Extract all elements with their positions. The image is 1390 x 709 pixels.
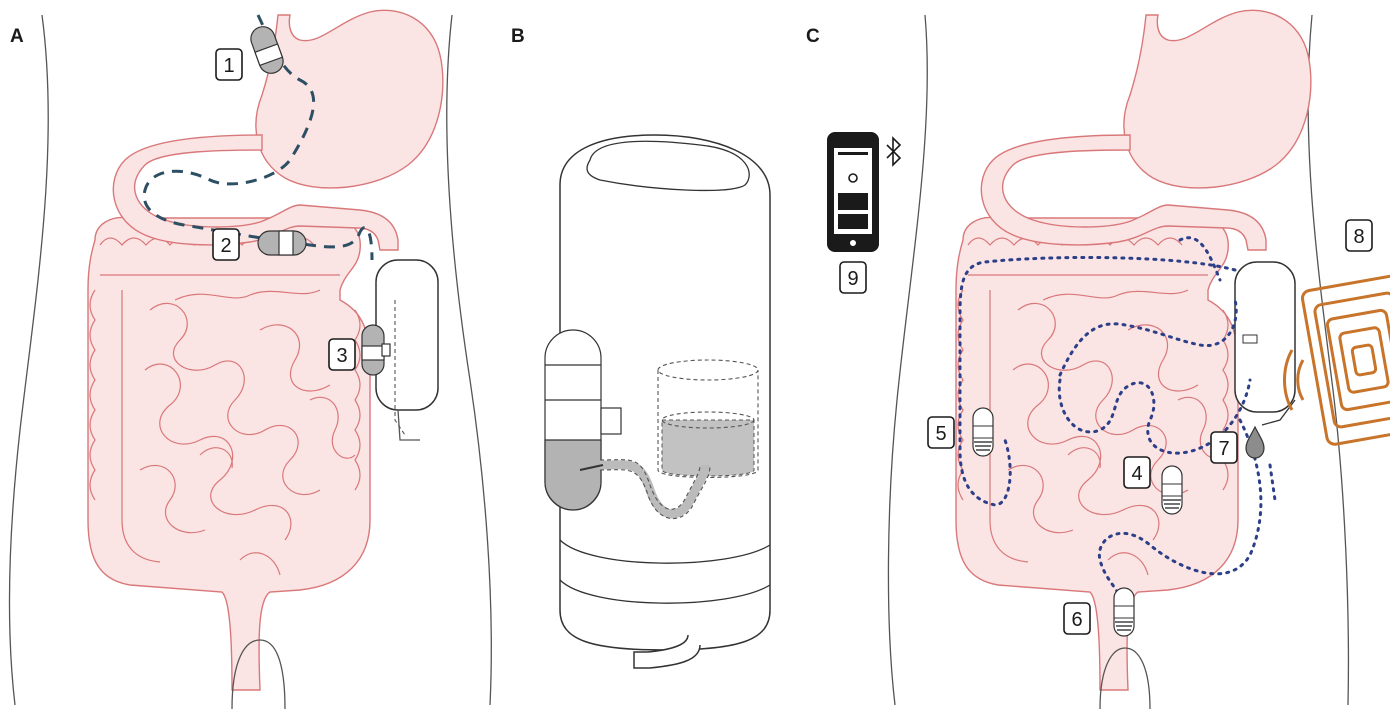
device-closeup	[545, 135, 770, 668]
callout-4: 4	[1124, 457, 1150, 488]
callout-label-3: 3	[336, 345, 347, 367]
callout-2: 2	[213, 229, 239, 260]
callout-5: 5	[928, 417, 954, 448]
callout-6: 6	[1064, 603, 1090, 634]
callout-7: 7	[1211, 432, 1237, 463]
callout-3: 3	[329, 339, 355, 370]
panel-label-b: B	[511, 26, 525, 47]
smartphone-icon	[827, 132, 879, 252]
callout-8: 8	[1346, 220, 1372, 251]
capsule-5	[973, 408, 993, 456]
callout-9: 9	[840, 262, 866, 293]
callout-label-2: 2	[220, 235, 231, 257]
callout-label-1: 1	[223, 55, 234, 77]
capsule-4	[1162, 466, 1182, 514]
callout-label-9: 9	[847, 268, 858, 290]
intestine-a	[88, 217, 370, 690]
torso-outline-left-a	[10, 15, 49, 705]
panel-label-c: C	[806, 26, 820, 47]
bluetooth-icon	[887, 138, 900, 165]
capsule-6	[1114, 588, 1134, 636]
wireless-coil-icon	[1285, 275, 1390, 446]
stomach-c	[981, 10, 1311, 250]
callout-label-7: 7	[1218, 438, 1229, 460]
callout-label-6: 6	[1071, 609, 1082, 631]
panel-c: C	[806, 10, 1390, 709]
intestine-c	[956, 217, 1238, 690]
callout-label-8: 8	[1353, 226, 1364, 248]
panel-label-a: A	[10, 26, 24, 47]
droplet-icon	[1246, 427, 1264, 458]
callout-label-4: 4	[1131, 463, 1142, 485]
capsule-2	[258, 231, 306, 255]
callout-label-5: 5	[935, 423, 946, 445]
torso-outline-left-c	[888, 15, 927, 705]
torso-outline-right-a	[447, 15, 491, 705]
panel-b: B	[511, 26, 770, 668]
callout-1: 1	[216, 49, 242, 80]
panel-a: A 1	[10, 10, 492, 709]
